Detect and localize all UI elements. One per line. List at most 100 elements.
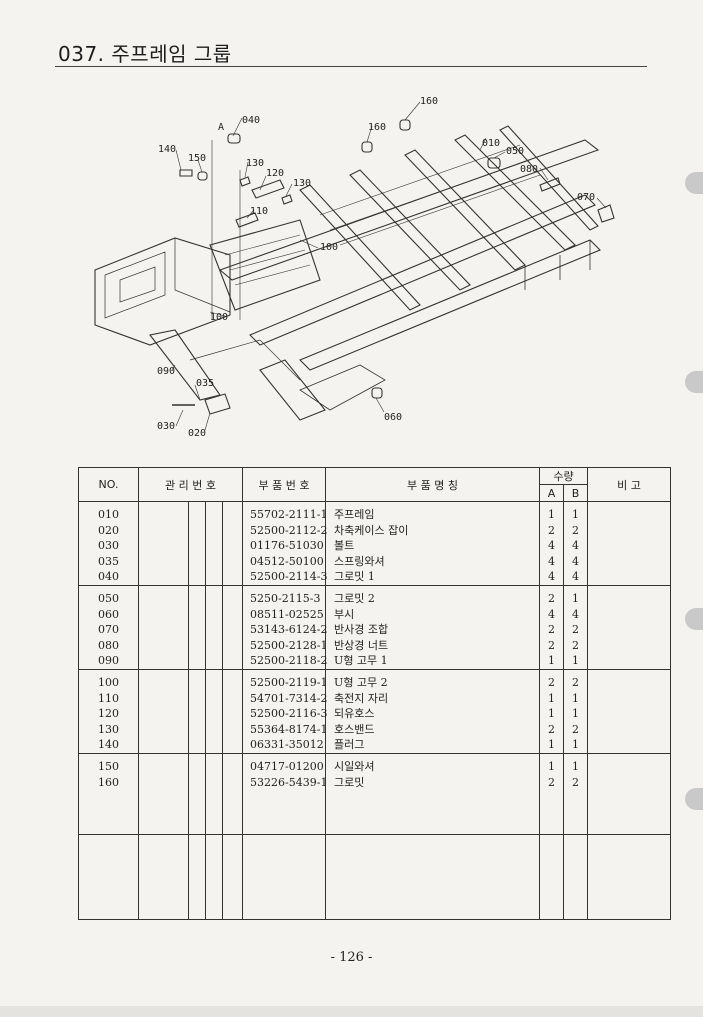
- binder-hole: [685, 608, 703, 630]
- right-main-rail: [299, 239, 601, 371]
- table-cell-text: 1: [572, 508, 580, 521]
- table-cell-text: 050: [98, 591, 119, 605]
- table-cell-text: 5250-2115-3: [250, 591, 321, 605]
- callout-label: 130: [293, 178, 311, 189]
- table-cell-text: 2: [548, 523, 556, 537]
- table-cell-text: 반상경 너트: [334, 638, 389, 652]
- table-cell-text: 010: [98, 508, 119, 521]
- table-cell-text: 되유호스: [334, 707, 375, 721]
- management-cell: [138, 501, 189, 586]
- table-cell-text: 01176-51030: [250, 539, 324, 553]
- table-cell-text: 52500-2116-3: [250, 707, 328, 721]
- table-cell-text: 54701-7314-2: [250, 691, 328, 705]
- table-cell-text: 1: [572, 654, 580, 668]
- callout-label: 060: [384, 412, 402, 423]
- table-cell-text: 08511-02525: [250, 607, 324, 621]
- table-cell-text: 1: [548, 508, 556, 521]
- callout-label: A: [218, 122, 224, 133]
- management-cell: [138, 752, 189, 835]
- remark-cell: [587, 584, 672, 670]
- table-cell-text: 축전지 자리: [334, 691, 389, 705]
- table-cell-text: 55364-8174-1: [250, 722, 328, 736]
- table-cell-text: 1: [572, 591, 580, 605]
- table-cell-text: 52500-2119-1: [250, 675, 328, 689]
- table-cell-text: 플러그: [334, 738, 365, 752]
- table-cell-text: U형 고무 1: [334, 654, 388, 668]
- cross-member: [499, 125, 599, 231]
- table-cell-text: 1: [548, 759, 556, 773]
- table-cell-text: 주프레임: [334, 508, 375, 521]
- table-cell-text: 4: [572, 607, 580, 621]
- table-cell-text: 2: [572, 623, 580, 637]
- callout-label: 040: [242, 115, 260, 126]
- table-cell-text: 그로밋 1: [334, 570, 375, 584]
- binder-hole: [685, 172, 703, 194]
- callout-label: 035: [196, 378, 214, 389]
- management-cell: [138, 833, 189, 920]
- table-cell-text: 070: [98, 623, 119, 637]
- management-cell: [188, 584, 206, 670]
- callout-label: 140: [158, 144, 176, 155]
- table-cell-text: 53143-6124-2: [250, 623, 328, 637]
- front-frame: [94, 237, 231, 346]
- table-cell-text: 04512-50100: [250, 554, 324, 568]
- cross-member: [349, 169, 471, 291]
- table-cell-text: 060: [98, 607, 119, 621]
- callout-label: 110: [250, 206, 268, 217]
- table-cell-text: 4: [572, 554, 580, 568]
- management-cell: [221, 668, 244, 754]
- table-cell-text: 1: [548, 654, 556, 668]
- title-rule: [55, 66, 647, 67]
- battery-seat-110: [235, 212, 259, 228]
- table-cell-text: 030: [98, 539, 119, 553]
- plug-140: [179, 169, 193, 177]
- callout-label: 070: [577, 192, 595, 203]
- table-cell-text: 2: [572, 775, 580, 789]
- table-cell-text: 부시: [334, 607, 355, 621]
- page-number: - 126 -: [330, 950, 373, 965]
- parts-table: NO. 관 리 번 호 부 품 번 호 부 품 명 칭 수량 비 고 A B 0…: [78, 467, 672, 920]
- header-part-number: 부 품 번 호: [242, 467, 327, 502]
- exploded-view-diagram: A 040 160 160 140 150 130 120 130 010 05…: [94, 96, 615, 439]
- table-cell-text: 2: [572, 523, 580, 537]
- management-cell: [188, 833, 206, 920]
- callout-label: 100: [210, 312, 228, 323]
- management-cell: [188, 668, 206, 754]
- callout-label: 010: [482, 138, 500, 149]
- part-no-cell: [78, 833, 139, 920]
- header-quantity: 수량: [539, 467, 589, 485]
- hose-band-130: [239, 176, 293, 205]
- table-cell-text: 52500-2118-2: [250, 654, 328, 668]
- header-qty-a: A: [539, 484, 565, 502]
- grommet-160: [361, 141, 373, 153]
- management-cell: [188, 501, 206, 586]
- remark-cell: [587, 833, 672, 920]
- management-cell: [205, 752, 223, 835]
- hose-120: [251, 179, 285, 199]
- remark-cell: [587, 501, 672, 586]
- management-cell: [138, 668, 189, 754]
- table-cell-text: 53226-5439-1: [250, 775, 328, 789]
- table-cell-text: 4: [548, 554, 556, 568]
- grommet-040: [227, 133, 241, 144]
- table-cell-text: 호스밴드: [334, 722, 375, 736]
- header-part-name: 부 품 명 칭: [325, 467, 541, 502]
- callout-label: 050: [506, 146, 524, 157]
- table-cell-text: 160: [98, 775, 119, 789]
- table-cell-text: 4: [572, 570, 580, 584]
- callout-label: 120: [266, 168, 284, 179]
- table-cell-text: 1: [572, 759, 580, 773]
- table-cell-text: 1: [548, 738, 556, 752]
- table-cell-text: 볼트: [334, 539, 355, 553]
- table-cell-text: 반사경 조합: [334, 623, 389, 637]
- table-cell-text: 130: [98, 722, 119, 736]
